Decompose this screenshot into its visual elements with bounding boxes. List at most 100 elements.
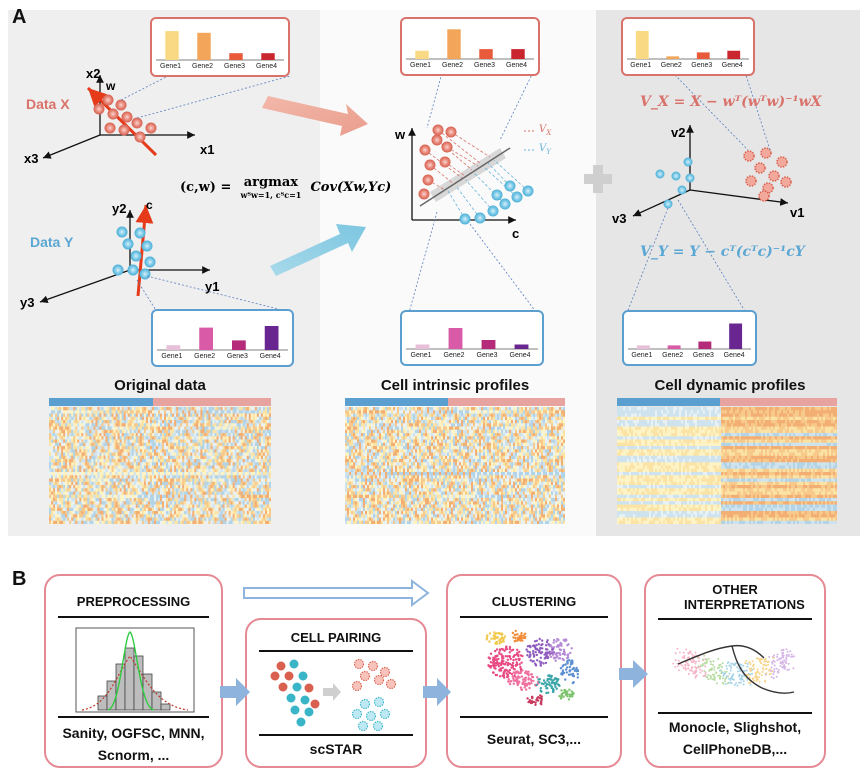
heatmap-cell [230,442,233,447]
heatmap-cell [131,465,135,470]
heatmap-cell [107,452,110,457]
heatmap-cell [117,455,120,460]
heatmap-cell [194,426,197,431]
heatmap-cell [155,449,159,453]
heatmap-cell [93,433,96,437]
heatmap-cell [264,426,268,431]
heatmap-cell [137,446,141,450]
heatmap-cell [149,436,153,440]
legend-vy: VY [539,143,551,156]
heatmap-cell [365,478,368,483]
heatmap-cell [377,446,380,450]
heatmap-cell [355,459,358,463]
data-y-plot [39,204,291,313]
heatmap-cell [252,481,256,486]
heatmap-cell [137,488,141,492]
heatmap-cell [77,436,80,440]
heatmap-cell [361,452,364,457]
heatmap-cell [59,475,62,479]
heatmap-cell [121,429,124,434]
heatmap-cell [184,442,187,447]
heatmap-cell [115,478,118,483]
heatmap-cell [79,517,82,522]
heatmap-cell [264,485,268,489]
heatmap-cell [224,420,227,424]
heatmap-cell [172,459,175,463]
heatmap-cell [69,494,72,499]
heatmap-cell [147,475,151,479]
heatmap-cell [85,426,88,431]
heatmap-cell [349,485,352,489]
gene-label-1: Gene1 [410,62,432,69]
heatmap-cell [359,514,362,518]
heatmap-cell [236,446,240,450]
heatmap-cell [79,481,82,486]
heatmap-cell [91,423,94,427]
heatmap-cell [184,472,187,476]
heatmap-cell [208,465,211,470]
heatmap-cell [355,462,358,466]
heatmap-cell [254,501,258,505]
heatmap-cell [186,452,189,457]
heatmap-cell [389,433,392,437]
heatmap-cell [347,426,350,431]
heatmap-cell [202,429,205,434]
heatmap-group-bar-blue [49,398,153,406]
heatmap-cell [260,465,264,470]
heatmap-cell [153,494,157,499]
heatmap-cell [234,475,237,479]
heatmap-cell [260,439,264,444]
heatmap-cell [125,452,129,457]
heatmap-cell [351,446,354,450]
heatmap-cell [375,478,378,483]
heatmap-cell [145,455,149,460]
heatmap-cell [373,459,376,463]
heatmap-cell [109,416,112,421]
heatmap-cell [214,413,217,418]
heatmap-cell [145,452,149,457]
heatmap-cell [139,455,143,460]
heatmap-cell [347,514,350,518]
heatmap-cell [377,413,380,418]
heatmap-cell [151,462,155,466]
heatmap-cell [220,494,223,499]
gene-label-4: Gene4 [723,352,745,359]
data-x-label: Data X [26,96,70,112]
heatmap-cell [83,439,86,444]
heatmap-cell [95,410,98,414]
heatmap-cell [115,494,118,499]
heatmap-cell [174,436,177,440]
heatmap-cell [202,488,205,492]
heatmap-cell [145,478,149,483]
heatmap-cell [224,423,227,427]
heatmap-cell [63,416,66,421]
heatmap-cell [180,472,183,476]
heatmap-cell [81,488,84,492]
heatmap-cell [147,429,151,434]
heatmap-cell [244,446,248,450]
heatmap-cell [93,488,96,492]
heatmap-cell [119,491,122,496]
heatmap-cell [200,429,203,434]
heatmap-cell [210,465,213,470]
heatmap-cell [105,452,108,457]
heatmap-cell [111,439,114,444]
heatmap-cell [133,520,137,524]
heatmap-cell [357,420,360,424]
heatmap-cell [157,436,161,440]
heatmap-cell [250,433,254,437]
heatmap-cell [230,439,233,444]
heatmap-cell [153,498,157,502]
heatmap-cell [55,498,58,502]
heatmap-cell [178,498,181,502]
heatmap-cell [363,498,366,502]
heatmap-cell [61,407,64,411]
heatmap-cell [129,413,133,418]
heatmap-cell [65,520,68,524]
heatmap-cell [246,481,250,486]
heatmap-cell [176,498,179,502]
heatmap-cell [49,452,52,457]
heatmap-cell [166,420,169,424]
heatmap-cell [160,420,163,424]
heatmap-cell [157,494,161,499]
